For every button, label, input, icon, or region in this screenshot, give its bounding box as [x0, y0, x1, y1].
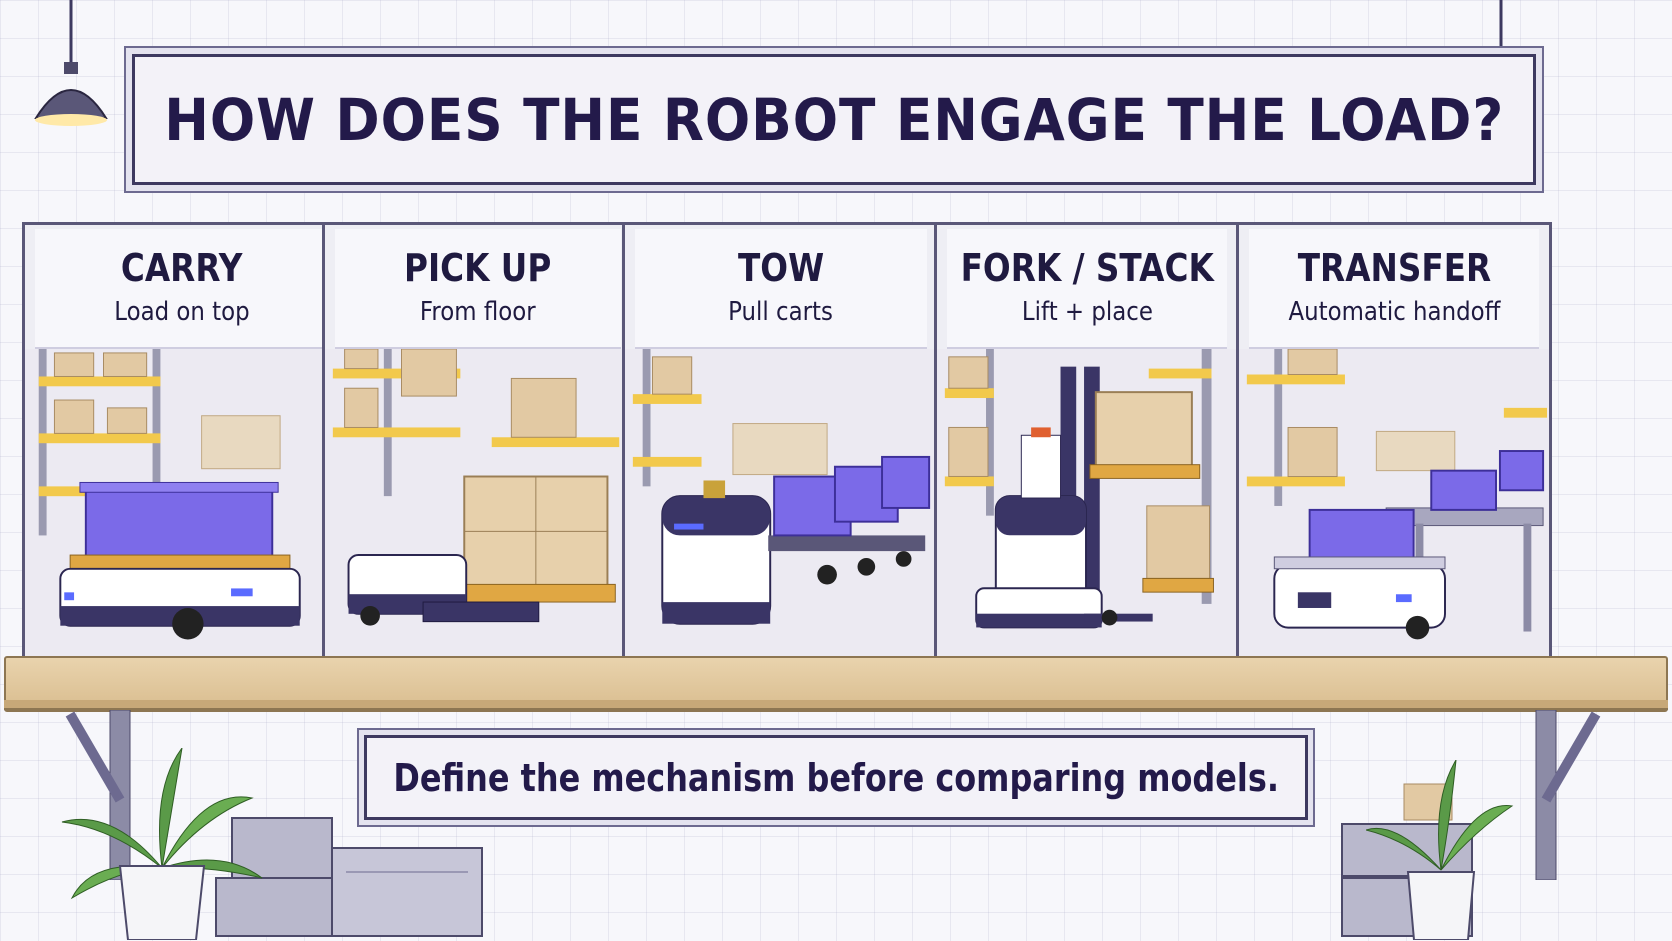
panel-title: TRANSFER	[1297, 246, 1491, 290]
panel-title: TOW	[737, 246, 825, 290]
shelf-bracket	[1535, 710, 1601, 880]
panel-fork-stack: FORK / STACK Lift + place	[934, 222, 1240, 670]
panel-transfer: TRANSFER Automatic handoff	[1236, 222, 1552, 670]
panel-subtitle: From floor	[420, 297, 536, 327]
carry-robot-illustration	[25, 349, 339, 667]
hanging-lamp-icon	[34, 0, 108, 126]
potted-plant-icon	[1366, 760, 1514, 940]
panel-pick-up: PICK UP From floor	[322, 222, 634, 670]
panel-carry: CARRY Load on top	[22, 222, 342, 670]
title-sign: HOW DOES THE ROBOT ENGAGE THE LOAD?	[132, 54, 1536, 185]
page-title: HOW DOES THE ROBOT ENGAGE THE LOAD?	[164, 85, 1505, 154]
potted-plant-icon	[61, 748, 263, 940]
panel-subtitle: Pull carts	[728, 297, 834, 327]
footer-sign: Define the mechanism before comparing mo…	[364, 735, 1308, 820]
panel-header: TOW Pull carts	[635, 229, 927, 349]
shelf-edge	[4, 700, 1668, 710]
panel-title: CARRY	[121, 246, 243, 290]
storage-crate-icon	[1341, 783, 1473, 937]
pick-up-robot-illustration	[325, 349, 631, 667]
panel-title: FORK / STACK	[960, 246, 1214, 290]
storage-crate-icon	[215, 817, 483, 937]
panel-subtitle: Load on top	[114, 297, 250, 327]
panel-subtitle: Automatic handoff	[1288, 297, 1500, 327]
fork-stack-robot-illustration	[937, 349, 1237, 667]
panel-subtitle: Lift + place	[1021, 297, 1153, 327]
footer-message: Define the mechanism before comparing mo…	[393, 755, 1279, 800]
panel-title: PICK UP	[404, 246, 552, 290]
panel-header: PICK UP From floor	[335, 229, 621, 349]
panel-tow: TOW Pull carts	[622, 222, 940, 670]
panel-header: CARRY Load on top	[35, 229, 329, 349]
panel-header: FORK / STACK Lift + place	[947, 229, 1227, 349]
transfer-robot-illustration	[1239, 349, 1549, 667]
tow-robot-illustration	[625, 349, 937, 667]
panel-header: TRANSFER Automatic handoff	[1249, 229, 1539, 349]
